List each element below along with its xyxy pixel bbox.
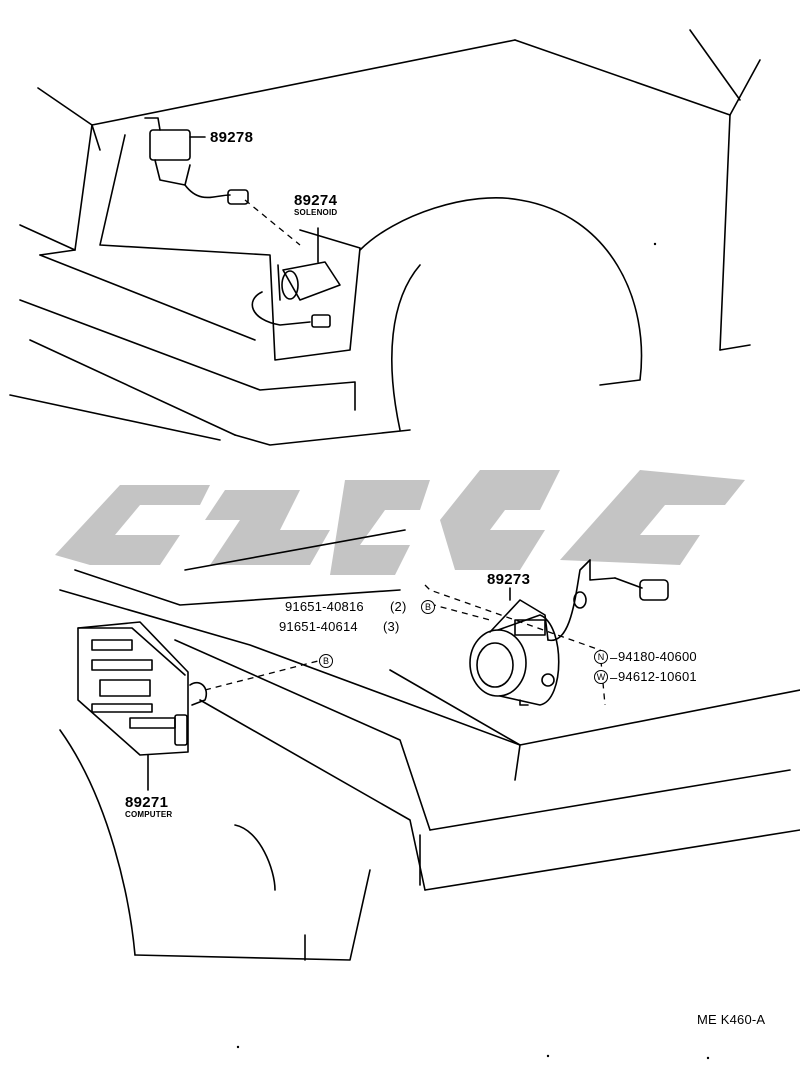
part-89273-buzzer	[469, 559, 669, 706]
symbol-w: W	[594, 670, 608, 684]
part-number-89271: 89271	[125, 794, 169, 811]
part-number-89278: 89278	[210, 129, 254, 146]
upper-car-body	[9, 29, 761, 446]
solenoid-caption: SOLENOID	[294, 208, 338, 217]
diagram-reference-code: ME K460-A	[697, 1012, 766, 1027]
nut-part-number: 94180-40600	[618, 649, 697, 664]
part-89274-solenoid	[251, 227, 341, 328]
lower-car-body	[59, 529, 800, 961]
bolt-quantity-2: (3)	[383, 619, 400, 634]
part-89278-relay	[144, 117, 249, 205]
part-89271-computer	[77, 621, 208, 791]
bolt-part-number-1: 91651-40816	[285, 599, 364, 614]
computer-caption: COMPUTER	[125, 810, 173, 819]
symbol-b-1: B	[421, 600, 435, 614]
bolt-quantity-1: (2)	[390, 599, 407, 614]
symbol-b-2: B	[319, 654, 333, 668]
watermark-logo	[55, 470, 745, 575]
symbol-n: N	[594, 650, 608, 664]
part-number-89273: 89273	[487, 571, 531, 588]
part-number-89274: 89274	[294, 192, 338, 209]
stray-marks	[236, 242, 710, 1060]
washer-part-number: 94612-10601	[618, 669, 697, 684]
upper-leader-lines	[244, 199, 301, 246]
bolt-part-number-2: 91651-40614	[279, 619, 358, 634]
